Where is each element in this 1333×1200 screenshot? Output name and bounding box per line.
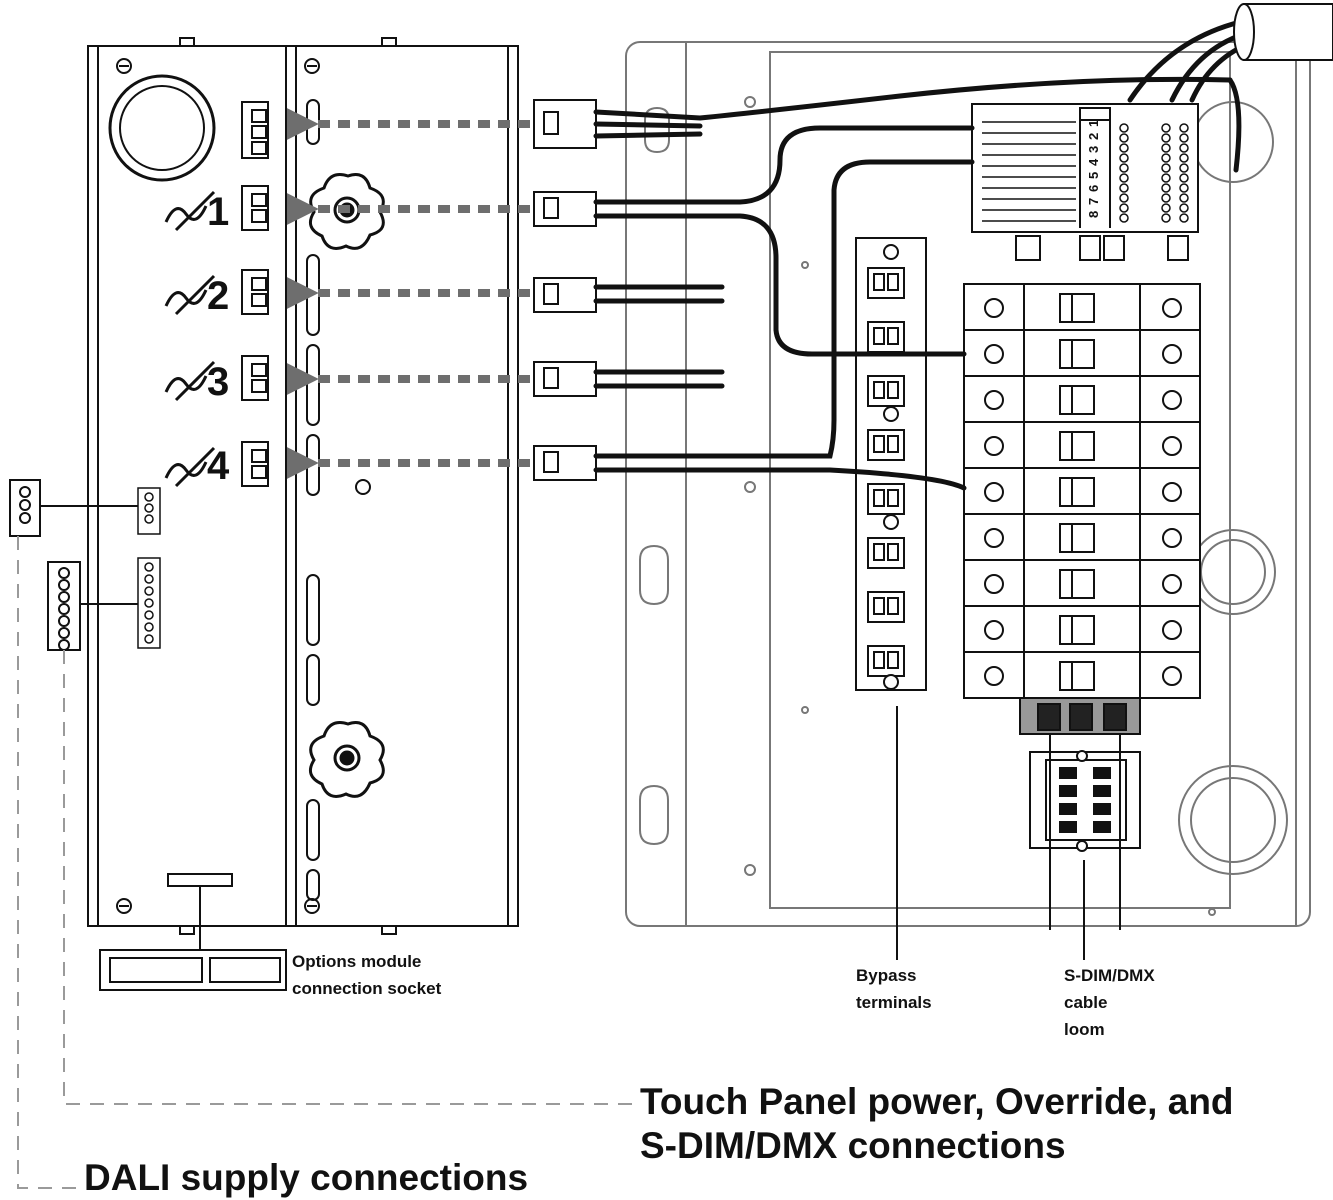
- controller-module: [87, 37, 519, 935]
- terminal-screw-icon: [1161, 143, 1171, 153]
- touch-panel-heading-line1: Touch Panel power, Override, and: [640, 1081, 1234, 1122]
- breaker-busbar: [1019, 697, 1141, 735]
- terminal-screw-icon: [1179, 143, 1189, 153]
- label-leaders: [896, 706, 1085, 960]
- cables: [593, 19, 1251, 491]
- terminal-number: 4: [1086, 158, 1101, 166]
- sdim-loom-label-line3: loom: [1064, 1020, 1105, 1039]
- round-port-icon: [108, 74, 216, 182]
- terminal-number: 6: [1086, 185, 1101, 192]
- star-knob-icon: [308, 721, 385, 798]
- terminal-screw-icon: [1179, 193, 1189, 203]
- terminal-number: 7: [1086, 198, 1101, 205]
- terminal-screw-icon: [1179, 153, 1189, 163]
- terminal-screw-icon: [1161, 163, 1171, 173]
- dimmer-channel-icon: [164, 190, 216, 488]
- terminal-number: 1: [1086, 120, 1101, 127]
- sdim-loom-label-line2: cable: [1064, 993, 1108, 1012]
- terminal-screw-icon: [1119, 193, 1129, 203]
- sdim-loom-connector: [1029, 734, 1141, 930]
- circuit-breaker-icon: [964, 375, 1200, 415]
- terminal-screw-icon: [1119, 123, 1129, 133]
- circuit-breaker-icon: [964, 329, 1200, 369]
- connector-plug-icon: [533, 99, 597, 481]
- circuit-breaker-icon: [964, 283, 1200, 323]
- terminal-screw-icon: [1119, 203, 1129, 213]
- terminal-screw-icon: [1161, 203, 1171, 213]
- terminal-screw-icon: [1119, 163, 1129, 173]
- dali-supply-heading: DALI supply connections: [84, 1157, 529, 1198]
- terminal-leader-lines: [40, 505, 138, 605]
- touch-panel-heading: Touch Panel power, Override, and S-DIM/D…: [640, 1080, 1234, 1168]
- terminal-screw-icon: [1161, 123, 1171, 133]
- sdim-loom-label-line1: S-DIM/DMX: [1064, 966, 1155, 985]
- circuit-breaker-icon: [964, 605, 1200, 645]
- plug-arrows: [286, 108, 530, 479]
- terminal-screw-icon: [1119, 143, 1129, 153]
- terminal-screw-icon: [1179, 123, 1189, 133]
- terminal-screw-icon: [1119, 213, 1129, 223]
- circuit-breaker-icon: [964, 651, 1200, 691]
- terminal-screw-icon: [1119, 183, 1129, 193]
- terminal-screw-icon: [1119, 133, 1129, 143]
- terminal-number: 2: [1086, 133, 1101, 140]
- terminal-screw-icon: [1119, 153, 1129, 163]
- channel-label-3: 3: [207, 360, 230, 404]
- options-socket-label-line1: Options module: [292, 952, 422, 971]
- terminal-screw-icon: [1161, 183, 1171, 193]
- breakers: [964, 283, 1200, 691]
- touch-panel-heading-line2: S-DIM/DMX connections: [640, 1125, 1066, 1166]
- dashed-leaders: [17, 536, 632, 1189]
- terminal-number: 8: [1086, 211, 1101, 218]
- terminal-number: 5: [1086, 172, 1101, 179]
- options-socket-label-line2: connection socket: [292, 979, 442, 998]
- terminal-screw-icon: [1179, 203, 1189, 213]
- terminal-screw-icon: [1161, 173, 1171, 183]
- sdim-loom-label: S-DIM/DMX cable loom: [1064, 962, 1155, 1043]
- connector-socket-icon: [241, 101, 269, 487]
- terminal-screw-icon: [1179, 133, 1189, 143]
- circuit-breaker-icon: [964, 467, 1200, 507]
- terminal-number: 3: [1086, 146, 1101, 153]
- circuit-breaker-icon: [964, 513, 1200, 553]
- bypass-terminal-icon: [867, 244, 905, 690]
- options-socket-icon: [99, 873, 287, 991]
- terminal-strip-icon: [137, 487, 161, 649]
- bypass-label: Bypass terminals: [856, 962, 932, 1016]
- terminal-screw-icon: [1161, 193, 1171, 203]
- screw-icon: [116, 58, 320, 914]
- bypass-label-line2: terminals: [856, 993, 932, 1012]
- options-socket-label: Options module connection socket: [292, 948, 441, 1002]
- cable-sheath: [1233, 3, 1333, 61]
- terminal-screw-icon: [1161, 153, 1171, 163]
- channel-label-1: 1: [207, 190, 230, 234]
- vent-slots: [306, 99, 371, 901]
- terminal-block-icon: [9, 479, 81, 651]
- terminal-numbers: 8 7 6 5 4 3 2 1: [982, 120, 1189, 223]
- circuit-breaker-icon: [964, 559, 1200, 599]
- terminal-screw-icon: [1179, 163, 1189, 173]
- terminal-screw-icon: [1179, 173, 1189, 183]
- channel-label-4: 4: [207, 444, 230, 488]
- bypass-label-line1: Bypass: [856, 966, 917, 985]
- terminal-screw-icon: [1161, 213, 1171, 223]
- circuit-breaker-icon: [964, 421, 1200, 461]
- terminal-screw-icon: [1179, 213, 1189, 223]
- terminal-screw-icon: [1179, 183, 1189, 193]
- terminal-screw-icon: [1161, 133, 1171, 143]
- terminal-screw-icon: [1119, 173, 1129, 183]
- channel-label-2: 2: [207, 274, 230, 318]
